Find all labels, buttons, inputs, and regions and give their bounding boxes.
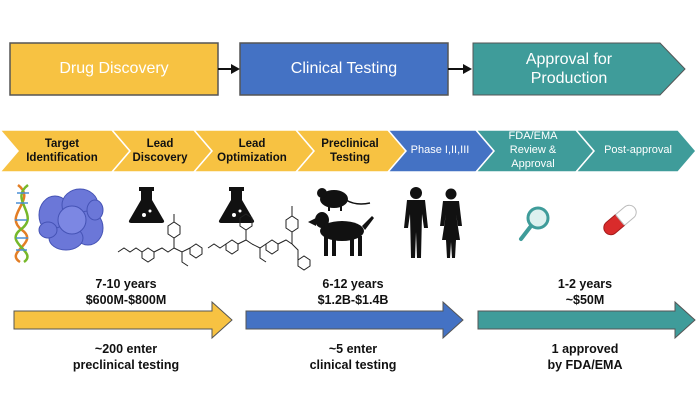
molecule-icon [117,214,203,267]
step-label-post-approval: Post-approval [604,144,672,157]
step-label-review: FDA/EMA Review & Approval [508,130,558,170]
human-figures-icon [404,187,462,258]
flask-icon [128,187,165,223]
dna-icon [14,184,29,264]
dog-icon [308,212,374,256]
magnifier-icon [519,206,550,241]
timeline-outcome: ~5 enter [328,342,378,356]
mouse-icon [317,188,371,211]
molecule-icon [207,206,311,271]
step-label-target-identification: Target Identification [26,137,98,164]
protein-icon [38,188,104,251]
step-label-phase: Phase I,II,III [410,144,470,157]
timeline-arrow-clinical [245,300,464,340]
flask-icon [218,187,255,223]
timeline-duration: 7-10 years [95,277,157,291]
timeline-outcome: preclinical testing [72,358,180,372]
step-label-lead-optimization: Lead Optimization [217,137,287,164]
step-label-preclinical-testing: Preclinical Testing [321,137,379,164]
stage-connector-arrow [448,64,472,74]
timeline-outcome: 1 approved [551,342,619,356]
stage-box-clinical-testing [239,42,449,96]
timeline-outcome: ~200 enter [94,342,158,356]
stage-label-clinical-testing: Clinical Testing [290,60,398,78]
step-chevron-post-approval [574,129,697,173]
timeline-cost: ~$50M [565,293,605,307]
stage-label-approval: Approval for Production [525,50,613,87]
stage-connector-arrow [218,64,240,74]
timeline-outcome: clinical testing [309,358,397,372]
timeline-outcome: by FDA/EMA [547,358,623,372]
stage-box-drug-discovery [9,42,219,96]
timeline-duration: 6-12 years [322,277,384,291]
timeline-arrow-approval [477,300,696,340]
timeline-cost: $1.2B-$1.4B [317,293,389,307]
stage-box-approval [472,42,686,96]
step-label-lead-discovery: Lead Discovery [132,137,188,164]
timeline-cost: $600M-$800M [85,293,167,307]
stage-label-drug-discovery: Drug Discovery [59,60,169,78]
capsule-icon [603,204,637,236]
timeline-duration: 1-2 years [557,277,613,291]
timeline-arrow-discovery [13,300,233,340]
